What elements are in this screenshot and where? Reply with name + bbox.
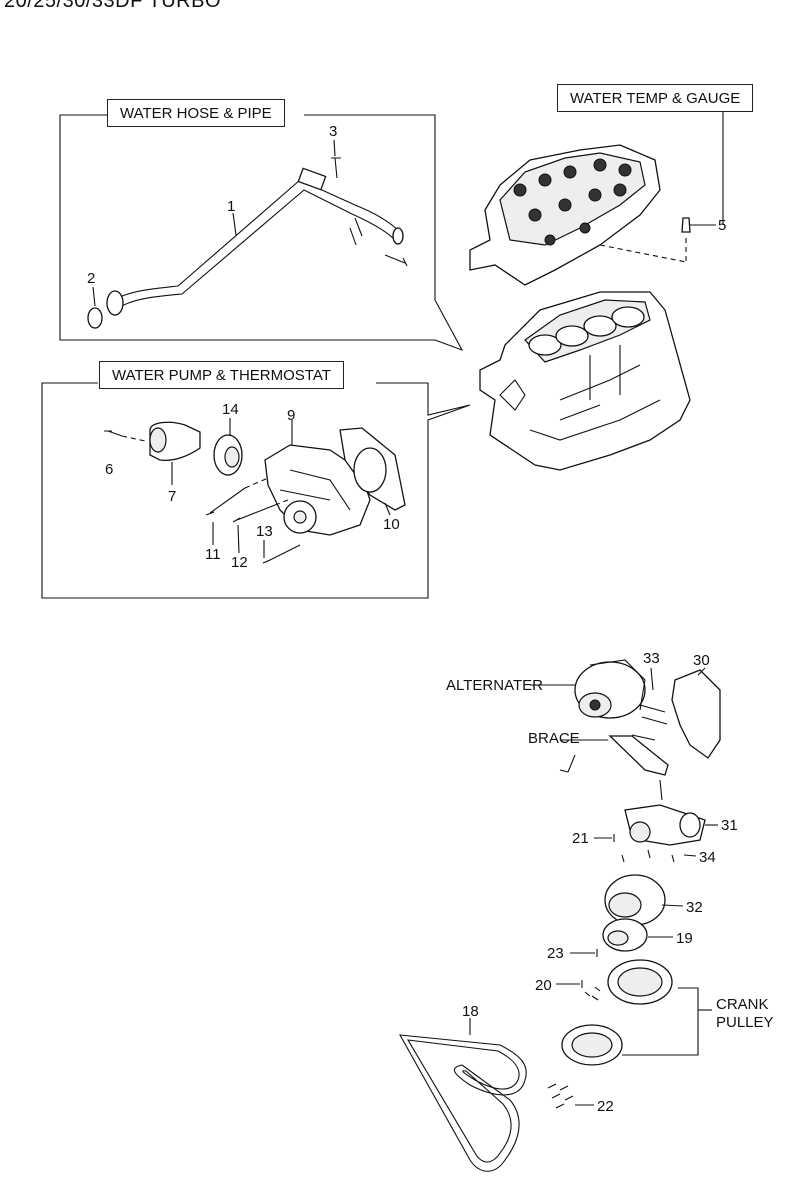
part-number-21: 21 [572,830,589,847]
thermostat-14 [214,435,242,475]
part-number-12: 12 [231,554,248,571]
temp-sensor [682,218,690,232]
part-number-31: 31 [721,817,738,834]
tensioner [625,805,705,845]
section-label-temp-gauge: WATER TEMP & GAUGE [557,84,754,112]
hose-pipe-frame [60,115,462,350]
page-header: 20/25/30/33DF TURBO [4,0,222,12]
bolt-13 [263,545,300,563]
part-number-2: 2 [87,270,96,287]
part-number-3: 3 [329,123,338,140]
brace [610,736,668,775]
part-number-30: 30 [693,652,710,669]
part-number-7: 7 [168,488,177,505]
bolts-22 [548,1084,573,1108]
crank-pulley [562,960,672,1065]
callout-alternator: ALTERNATER [446,677,543,694]
water-pipe [107,168,403,315]
callout-crank: CRANK [716,996,769,1013]
part-number-18: 18 [462,1003,479,1020]
water-pump [265,445,370,535]
thermostat-housing [150,422,200,460]
cylinder-head [470,145,660,285]
part-number-11: 11 [205,546,221,563]
pulley-32 [605,875,665,925]
part-number-14: 14 [222,401,239,418]
pump-thermostat-frame [42,383,470,598]
section-label-hose-pipe: WATER HOSE & PIPE [107,99,285,127]
bolt-11 [206,488,245,515]
part-number-9: 9 [287,407,296,424]
bolt-21 [594,834,614,842]
part-number-10: 10 [383,516,400,533]
part-number-13: 13 [256,523,273,540]
bolt-23 [570,949,597,957]
cylinder-block [480,292,690,470]
bolt-33 [651,668,653,690]
part-number-20: 20 [535,977,552,994]
part-number-22: 22 [597,1098,614,1115]
section-label-pump-thermostat: WATER PUMP & THERMOSTAT [99,361,344,389]
pipe-bolt-3 [331,158,341,178]
part-number-34: 34 [699,849,716,866]
part-number-23: 23 [547,945,564,962]
alternator [575,660,645,718]
part-number-1: 1 [227,198,236,215]
drive-belt [400,1035,526,1171]
bolt-6 [104,431,122,436]
part-number-32: 32 [686,899,703,916]
pump-gasket [340,428,405,510]
bracket-30 [672,670,720,758]
pulley-19 [603,919,647,951]
part-number-6: 6 [105,461,114,478]
callout-brace: BRACE [528,730,580,747]
bolt-20 [556,980,582,988]
part-number-19: 19 [676,930,693,947]
bolt-12 [233,505,275,522]
callout-pulley: PULLEY [716,1014,774,1031]
part-number-5: 5 [718,217,727,234]
part-number-33: 33 [643,650,660,667]
crank-pulley-bracket [622,988,698,1055]
pipe-bolt-lower [385,255,407,266]
hose-clamp [88,308,102,328]
